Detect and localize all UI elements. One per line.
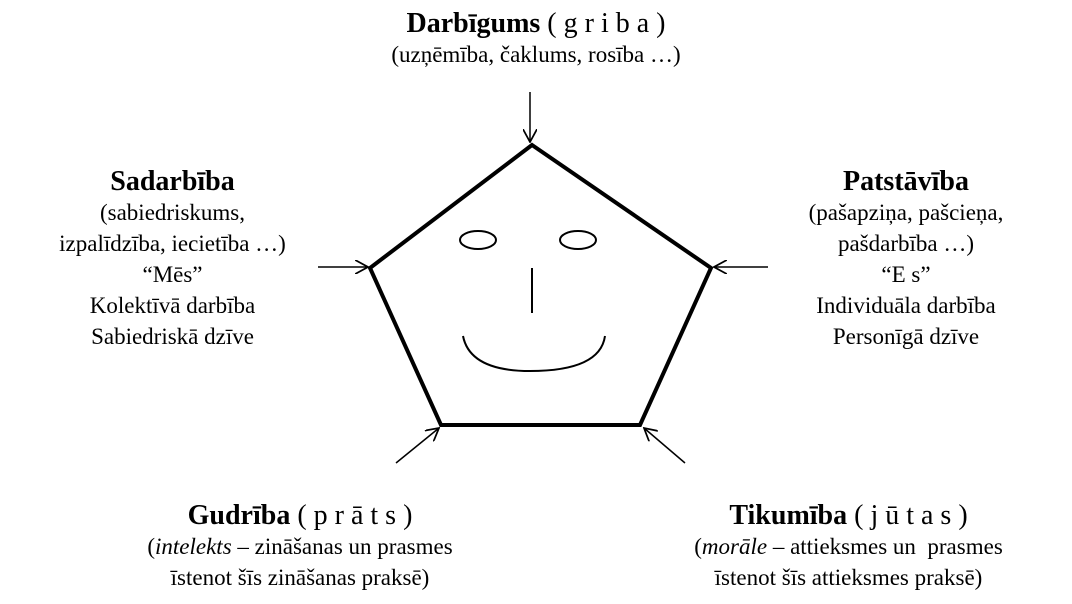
top-title-line: Darbīgums ( g r i b a )	[300, 8, 772, 39]
top-label-block: Darbīgums ( g r i b a ) (uzņēmība, čaklu…	[300, 8, 772, 70]
right-label-block: Patstāvība (pašapziņa, pašcieņa, pašdarb…	[740, 166, 1072, 352]
top-paren: ( g r i b a )	[547, 8, 666, 39]
left-eye	[459, 230, 497, 250]
left-title: Sadarbība	[110, 166, 235, 197]
bottom-left-line-2: īstenot šīs zināšanas praksē)	[170, 565, 430, 590]
left-label-block: Sadarbība (sabiedriskums, izpalīdzība, i…	[0, 166, 345, 352]
bottom-left-term: intelekts	[155, 534, 232, 559]
left-line-3: “Mēs”	[142, 262, 203, 287]
right-line-2: pašdarbība …)	[837, 231, 975, 256]
right-title: Patstāvība	[843, 166, 969, 197]
bottom-right-line-2: īstenot šīs attieksmes praksē)	[714, 565, 983, 590]
bottom-left-line-1: (intelekts – zināšanas un prasmes	[147, 534, 453, 559]
bottom-left-paren: ( p r ā t s )	[297, 500, 413, 531]
bottom-right-line-1: (morāle – attieksmes un prasmes	[694, 534, 1003, 559]
right-eye	[559, 230, 597, 250]
arrow-bottom-left	[395, 428, 439, 464]
right-line-1: (pašapziņa, pašcieņa,	[808, 200, 1004, 225]
bottom-right-paren: ( j ū t a s )	[854, 500, 968, 531]
bottom-right-term: morāle	[701, 534, 768, 559]
right-line-3: “E s”	[881, 262, 931, 287]
bottom-left-title: Gudrība	[187, 500, 291, 531]
top-line-1: (uzņēmība, čaklums, rosība …)	[391, 42, 681, 67]
left-line-4: Kolektīvā darbība	[89, 293, 256, 318]
right-line-4: Individuāla darbība	[816, 293, 996, 318]
bottom-left-line1-rest: – zināšanas un prasmes	[231, 534, 453, 559]
left-line-5: Sabiedriskā dzīve	[91, 324, 254, 349]
bottom-right-title: Tikumība	[729, 500, 848, 531]
right-line-5: Personīgā dzīve	[832, 324, 980, 349]
arrow-bottom-right	[644, 428, 686, 464]
left-line-2: izpalīdzība, iecietība …)	[59, 231, 286, 256]
pentagon	[367, 142, 714, 427]
left-line-1: (sabiedriskums,	[99, 200, 245, 225]
bottom-right-line1-rest: – attieksmes un prasmes	[767, 534, 1003, 559]
smile	[462, 335, 606, 373]
bottom-left-label-block: Gudrība ( p r ā t s ) (intelekts – zināš…	[90, 500, 510, 593]
bottom-right-label-block: Tikumība ( j ū t a s ) (morāle – attieks…	[625, 500, 1072, 593]
top-title: Darbīgums	[406, 8, 541, 39]
